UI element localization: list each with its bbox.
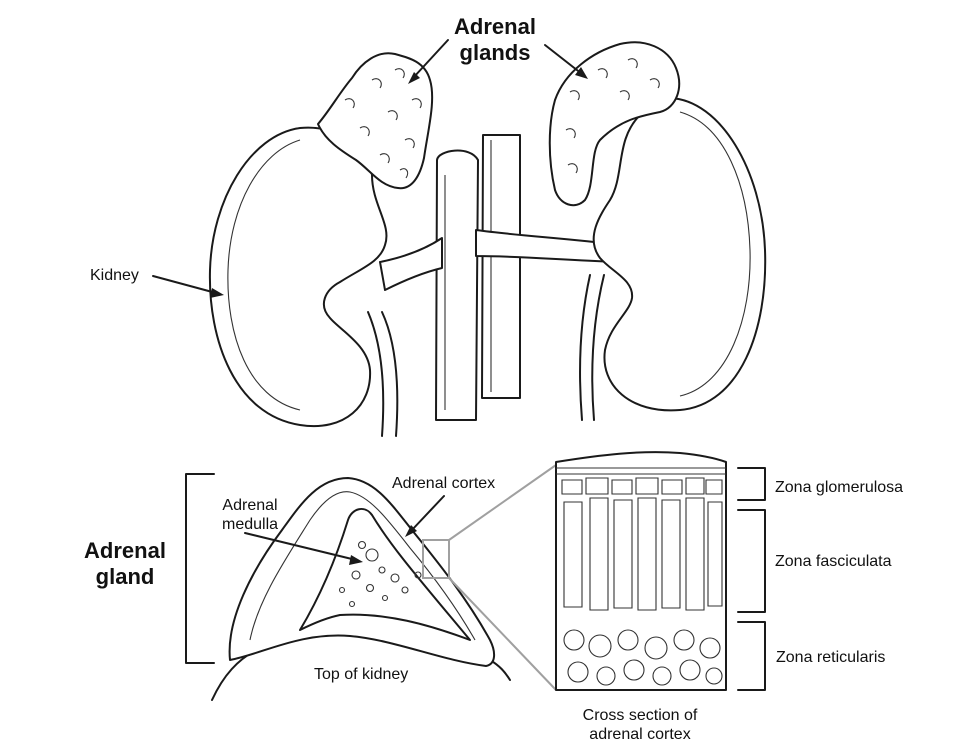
bracket-glomerulosa — [737, 467, 766, 501]
label-cross-section: Cross section of adrenal cortex — [560, 706, 720, 744]
label-top-of-kidney: Top of kidney — [314, 666, 409, 683]
label-cross-section-line2: adrenal cortex — [589, 726, 691, 743]
adrenal-gland-right — [548, 41, 681, 207]
label-zona-reticularis: Zona reticularis — [776, 649, 886, 666]
zoom-connector-lines — [448, 464, 557, 691]
kidney-right — [592, 97, 767, 412]
label-adrenal-glands-line2: glands — [459, 40, 531, 65]
arrow-to-right-adrenal — [544, 44, 588, 79]
bracket-fasciculata — [737, 509, 766, 613]
bracket-reticularis — [737, 621, 766, 691]
label-zona-glomerulosa: Zona glomerulosa — [775, 479, 904, 496]
adrenal-gland-bracket — [185, 473, 215, 664]
aorta — [481, 134, 521, 399]
label-adrenal-medulla: Adrenal medulla — [205, 496, 295, 534]
adrenal-gland-left — [317, 52, 434, 190]
arrow-to-cortex — [405, 495, 445, 537]
ureter-right — [579, 274, 605, 421]
label-zona-fasciculata: Zona fasciculata — [775, 553, 892, 570]
adrenal-gland-section — [228, 477, 496, 667]
label-kidney: Kidney — [90, 267, 139, 284]
label-adrenal-gland-line1: Adrenal — [84, 538, 166, 563]
label-adrenal-glands-line1: Adrenal — [454, 14, 536, 39]
renal-vein-left — [379, 237, 443, 291]
label-adrenal-glands: Adrenal glands — [430, 14, 560, 66]
label-adrenal-gland-line2: gland — [95, 564, 155, 589]
cortex-cross-section — [555, 451, 727, 691]
kidney-left — [208, 126, 388, 428]
label-adrenal-cortex: Adrenal cortex — [392, 475, 496, 492]
arrow-to-left-adrenal — [408, 39, 449, 84]
vena-cava — [435, 149, 479, 421]
label-adrenal-gland: Adrenal gland — [70, 538, 180, 590]
label-adrenal-medulla-line2: medulla — [221, 516, 279, 533]
arrow-to-medulla — [244, 532, 363, 565]
label-cross-section-line1: Cross section of — [582, 707, 698, 724]
label-adrenal-medulla-line1: Adrenal — [222, 497, 278, 514]
ureter-left — [367, 311, 399, 437]
arrow-to-kidney — [152, 275, 224, 298]
